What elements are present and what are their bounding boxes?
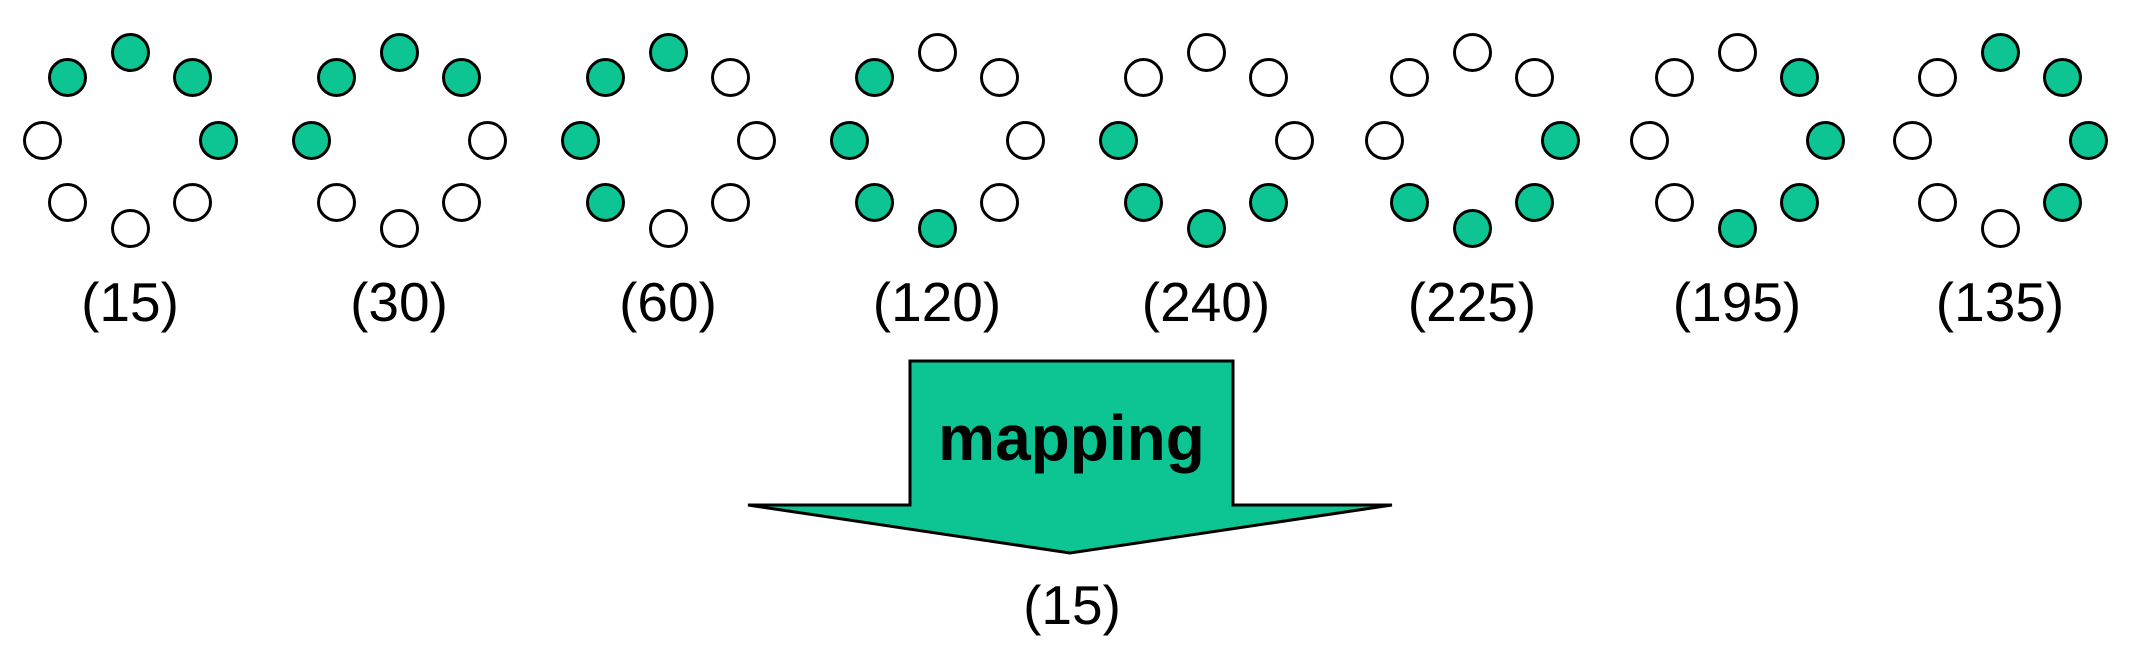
pattern-dot-filled: [855, 182, 895, 222]
pattern-dot-empty: [1514, 58, 1554, 98]
pattern-dot-filled: [198, 120, 238, 160]
pattern-dot-filled: [1717, 208, 1757, 248]
mapping-arrow-label: mapping: [938, 402, 1205, 474]
pattern-dot-empty: [1918, 182, 1958, 222]
pattern-dot-empty: [1892, 120, 1932, 160]
pattern-dot-empty: [1005, 120, 1045, 160]
pattern-dot-empty: [110, 208, 150, 248]
pattern-dot-filled: [855, 58, 895, 98]
pattern-dot-filled: [648, 32, 688, 72]
pattern-dot-empty: [1717, 32, 1757, 72]
pattern-dot-empty: [1186, 32, 1226, 72]
pattern-dot-filled: [1779, 58, 1819, 98]
pattern-dot-empty: [648, 208, 688, 248]
pattern-dot-empty: [1629, 120, 1669, 160]
pattern-dot-empty: [172, 182, 212, 222]
pattern-dot-filled: [1779, 182, 1819, 222]
pattern-dot-empty: [1124, 58, 1164, 98]
lbp-pattern-ring: [20, 30, 240, 250]
lbp-pattern-ring: [289, 30, 509, 250]
pattern-dot-empty: [22, 120, 62, 160]
lbp-pattern-ring: [558, 30, 778, 250]
pattern-dot-filled: [317, 58, 357, 98]
pattern-dot-filled: [1452, 208, 1492, 248]
pattern-dot-filled: [441, 58, 481, 98]
pattern-dot-filled: [291, 120, 331, 160]
pattern-dot-filled: [1248, 182, 1288, 222]
pattern-dot-empty: [379, 208, 419, 248]
pattern-dot-empty: [1364, 120, 1404, 160]
lbp-pattern-ring: [827, 30, 1047, 250]
pattern-dot-empty: [1452, 32, 1492, 72]
pattern-dot-filled: [2042, 182, 2082, 222]
pattern-dot-filled: [1124, 182, 1164, 222]
pattern-dot-filled: [2068, 120, 2108, 160]
pattern-dot-filled: [1098, 120, 1138, 160]
lbp-pattern-ring: [1096, 30, 1316, 250]
pattern-dot-filled: [2042, 58, 2082, 98]
pattern-dot-empty: [317, 182, 357, 222]
ring-code-label: (135): [1935, 271, 2065, 333]
pattern-dot-empty: [917, 32, 957, 72]
pattern-dot-filled: [1514, 182, 1554, 222]
ring-code-label: (120): [872, 271, 1002, 333]
pattern-dot-filled: [1186, 208, 1226, 248]
pattern-dot-filled: [1540, 120, 1580, 160]
pattern-dot-empty: [1248, 58, 1288, 98]
pattern-dot-filled: [560, 120, 600, 160]
mapping-result-label: (15): [1023, 574, 1121, 636]
pattern-dot-empty: [1918, 58, 1958, 98]
pattern-dot-filled: [829, 120, 869, 160]
pattern-dot-empty: [1274, 120, 1314, 160]
pattern-dot-filled: [48, 58, 88, 98]
pattern-dot-empty: [736, 120, 776, 160]
pattern-dot-empty: [441, 182, 481, 222]
pattern-dot-filled: [917, 208, 957, 248]
pattern-dot-empty: [979, 182, 1019, 222]
pattern-dot-empty: [979, 58, 1019, 98]
pattern-dot-filled: [586, 182, 626, 222]
lbp-pattern-ring: [1362, 30, 1582, 250]
pattern-dot-empty: [1390, 58, 1430, 98]
pattern-dot-filled: [110, 32, 150, 72]
pattern-dot-filled: [1390, 182, 1430, 222]
pattern-dot-filled: [1805, 120, 1845, 160]
pattern-dot-empty: [710, 182, 750, 222]
ring-code-label: (195): [1672, 271, 1802, 333]
pattern-dot-empty: [48, 182, 88, 222]
ring-code-label: (30): [350, 271, 448, 333]
pattern-dot-empty: [1655, 58, 1695, 98]
lbp-pattern-ring: [1890, 30, 2110, 250]
pattern-dot-filled: [1980, 32, 2020, 72]
pattern-dot-empty: [710, 58, 750, 98]
ring-code-label: (240): [1141, 271, 1271, 333]
pattern-dot-filled: [586, 58, 626, 98]
lbp-pattern-ring: [1627, 30, 1847, 250]
ring-code-label: (225): [1407, 271, 1537, 333]
ring-code-label: (15): [81, 271, 179, 333]
pattern-dot-empty: [1655, 182, 1695, 222]
pattern-dot-filled: [379, 32, 419, 72]
ring-code-label: (60): [619, 271, 717, 333]
pattern-dot-filled: [172, 58, 212, 98]
pattern-dot-empty: [1980, 208, 2020, 248]
pattern-dot-empty: [467, 120, 507, 160]
